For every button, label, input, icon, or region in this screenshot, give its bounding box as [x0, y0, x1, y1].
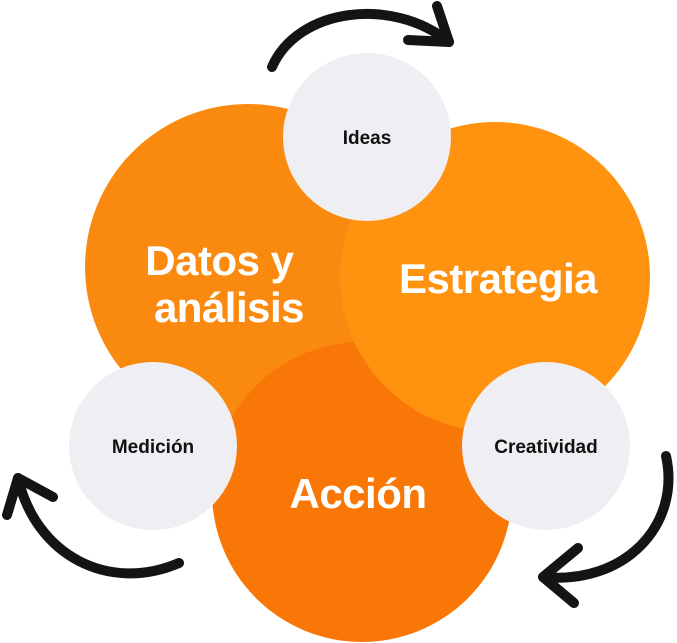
- arrow-right-icon: [538, 451, 674, 608]
- label-datos-analisis: Datos y análisis: [145, 237, 304, 331]
- arrow-right-head: [538, 543, 583, 608]
- circle-medicion: [69, 362, 237, 530]
- label-datos-line-2: análisis: [154, 284, 304, 331]
- label-datos-line-1: Datos y: [145, 237, 294, 284]
- arrow-top-head: [403, 1, 454, 47]
- label-accion: Acción: [289, 470, 426, 517]
- circle-creatividad: [462, 362, 630, 530]
- circle-ideas: [283, 53, 451, 221]
- label-creatividad: Creatividad: [494, 437, 597, 458]
- arrow-left-shaft: [13, 473, 184, 579]
- arrow-left-head: [2, 473, 58, 520]
- arrow-left-icon: [2, 473, 184, 579]
- label-medicion: Medición: [112, 437, 194, 458]
- arrow-right-shaft: [538, 451, 674, 583]
- label-ideas: Ideas: [343, 128, 392, 149]
- arrow-top-shaft: [267, 9, 454, 72]
- label-estrategia: Estrategia: [399, 255, 598, 302]
- arrow-top-icon: [267, 1, 454, 72]
